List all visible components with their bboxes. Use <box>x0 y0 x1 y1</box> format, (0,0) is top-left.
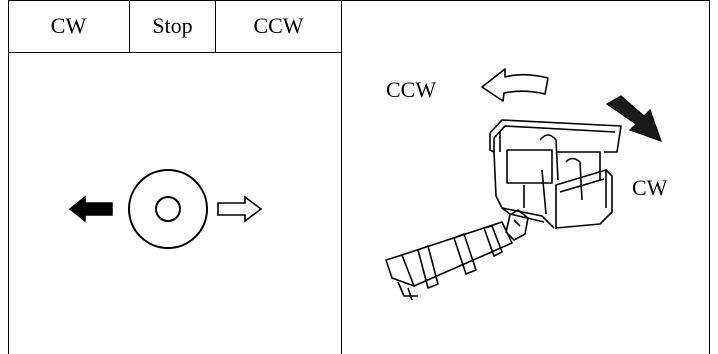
header-cw: CW <box>50 13 87 38</box>
rotation-control-table: CW Stop CCW CCW CW <box>8 0 710 354</box>
ccw-callout-label: CCW <box>386 77 437 102</box>
ccw-arrow-icon <box>481 68 549 102</box>
header-row-divider <box>8 52 342 53</box>
header-cell-divider-1 <box>129 0 130 52</box>
left-arrow-icon <box>68 195 113 223</box>
table-divider-main <box>341 0 342 354</box>
right-arrow-icon <box>217 195 263 223</box>
brush-tray <box>489 119 622 229</box>
brush-arm <box>385 209 529 301</box>
cw-callout-label: CW <box>632 175 668 200</box>
table-border-right <box>709 0 710 354</box>
header-cell-divider-2 <box>215 0 216 52</box>
rotation-switch-diagram <box>68 169 263 249</box>
cw-arrow-icon <box>605 95 662 142</box>
table-border-top <box>8 0 710 1</box>
header-ccw: CCW <box>253 13 304 38</box>
switch-knob-center <box>155 196 181 222</box>
table-border-left <box>8 0 9 354</box>
switch-knob-outer <box>128 169 208 249</box>
brush-unit-illustration <box>385 68 662 301</box>
header-stop: Stop <box>152 13 193 38</box>
